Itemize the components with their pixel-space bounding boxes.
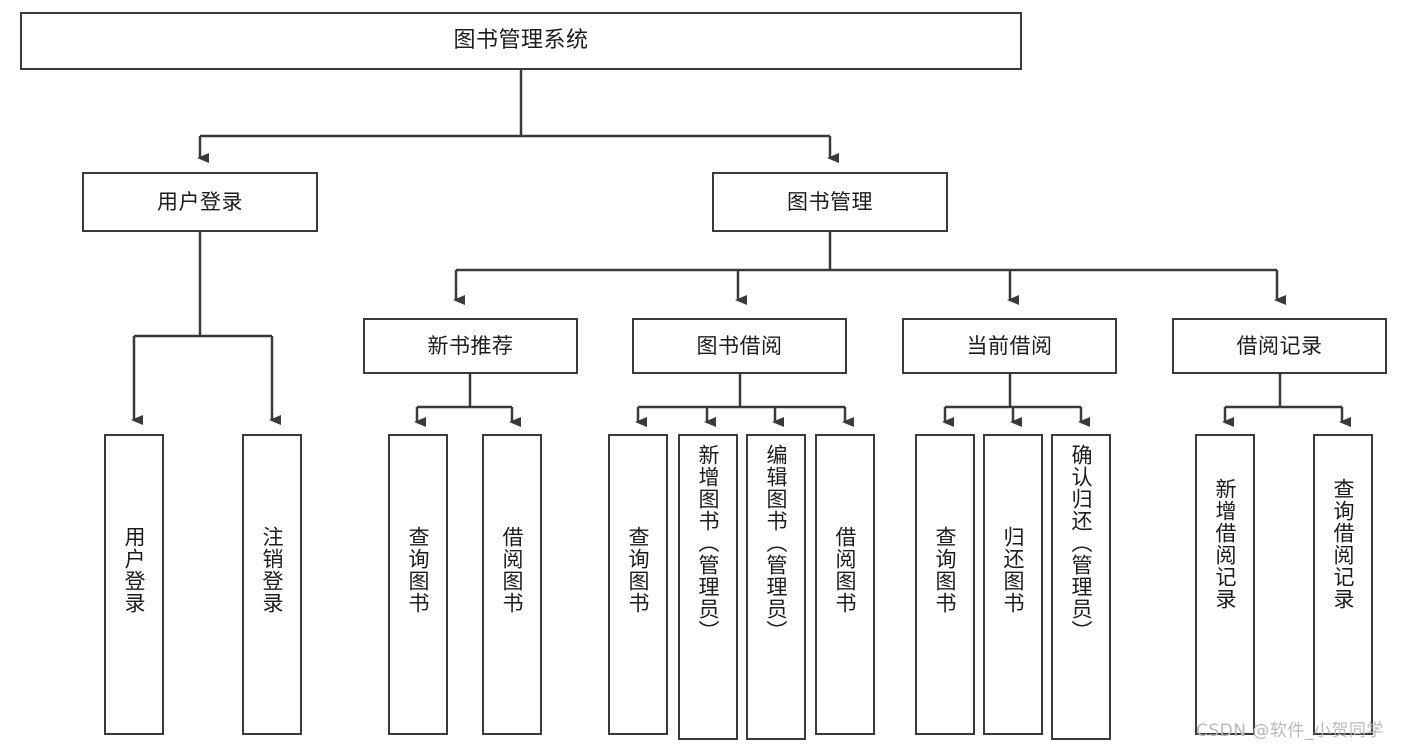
node-label: 借阅记录 [1236, 333, 1323, 358]
node-label: 新增图书（管理员） [696, 444, 721, 642]
node-label: 借阅图书 [833, 526, 858, 614]
node-label: 确认归还（管理员） [1069, 444, 1094, 642]
node-root-system[interactable]: 图书管理系统 [20, 12, 1022, 70]
node-label: 新书推荐 [427, 333, 514, 358]
leaf-add-record[interactable]: 新增借阅记录 [1195, 434, 1255, 735]
node-label: 用户登录 [157, 189, 243, 214]
node-borrow-record[interactable]: 借阅记录 [1172, 318, 1387, 374]
node-label: 图书管理系统 [453, 28, 589, 54]
node-book-borrow[interactable]: 图书借阅 [632, 318, 847, 374]
node-label: 借阅图书 [500, 526, 525, 614]
node-label: 图书借阅 [696, 333, 783, 358]
leaf-query-book-3[interactable]: 查询图书 [915, 434, 975, 735]
leaf-user-logout[interactable]: 注销登录 [242, 434, 302, 735]
node-label: 查询图书 [406, 526, 431, 614]
leaf-return-book[interactable]: 归还图书 [983, 434, 1043, 735]
leaf-edit-book[interactable]: 编辑图书（管理员） [746, 434, 806, 740]
node-label: 注销登录 [260, 526, 285, 614]
leaf-user-login[interactable]: 用户登录 [104, 434, 164, 735]
node-label: 归还图书 [1001, 526, 1026, 614]
node-label: 查询图书 [933, 526, 958, 614]
node-label: 当前借阅 [966, 333, 1053, 358]
leaf-query-book-2[interactable]: 查询图书 [608, 434, 668, 735]
node-book-manage[interactable]: 图书管理 [712, 172, 948, 232]
node-user-login[interactable]: 用户登录 [82, 172, 318, 232]
csdn-watermark: CSDN @软件_小贺同学 [1196, 721, 1384, 741]
leaf-borrow-book-1[interactable]: 借阅图书 [482, 434, 542, 735]
node-label: 查询借阅记录 [1331, 478, 1356, 610]
leaf-confirm-return[interactable]: 确认归还（管理员） [1051, 434, 1111, 740]
node-label: 编辑图书（管理员） [764, 444, 789, 642]
leaf-borrow-book-2[interactable]: 借阅图书 [815, 434, 875, 735]
leaf-query-book-1[interactable]: 查询图书 [388, 434, 448, 735]
leaf-query-record[interactable]: 查询借阅记录 [1313, 434, 1373, 735]
node-label: 新增借阅记录 [1213, 478, 1238, 610]
node-label: 图书管理 [787, 189, 873, 214]
node-current-borrow[interactable]: 当前借阅 [902, 318, 1117, 374]
node-label: 用户登录 [122, 526, 147, 614]
node-new-book-recommend[interactable]: 新书推荐 [363, 318, 578, 374]
leaf-add-book[interactable]: 新增图书（管理员） [678, 434, 738, 740]
node-label: 查询图书 [626, 526, 651, 614]
